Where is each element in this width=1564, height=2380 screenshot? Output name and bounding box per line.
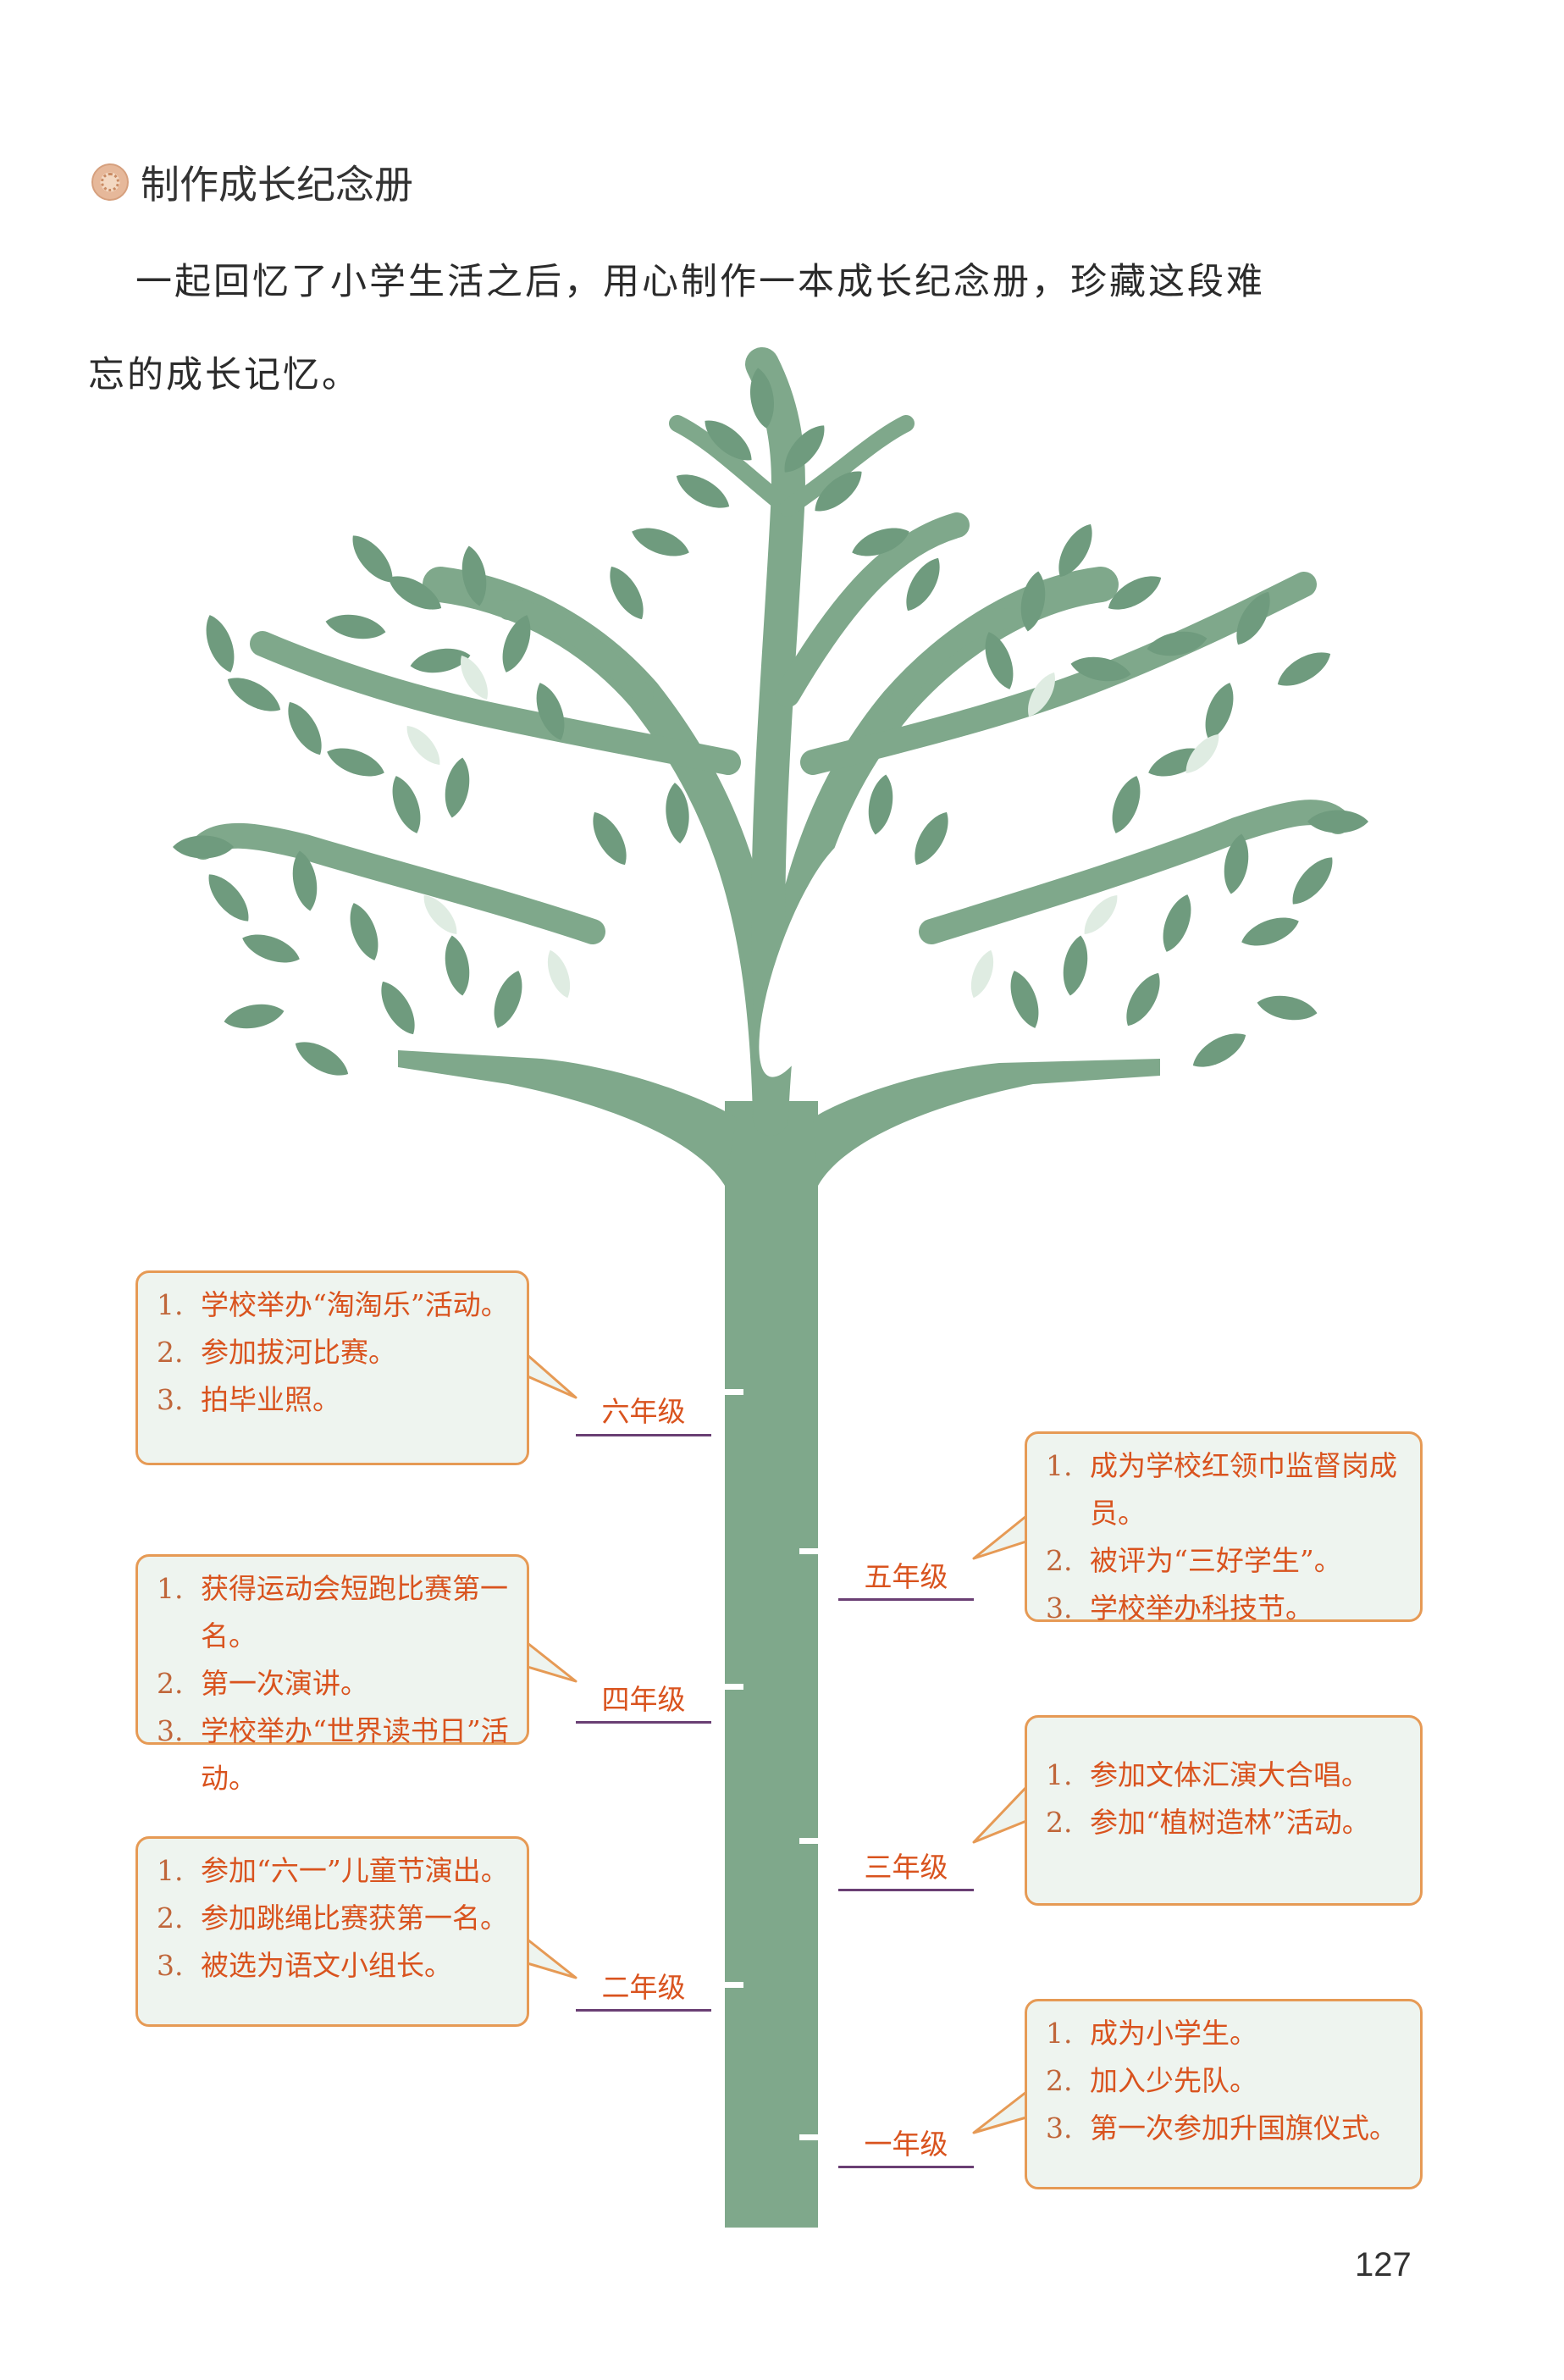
list-item: 1.成为学校红领巾监督岗成员。: [1046, 1449, 1397, 1530]
intro-line-2: 忘的成长记忆。: [88, 354, 361, 396]
tree-trunk: [725, 1101, 818, 2228]
list-item: 2.被评为“三好学生”。: [1046, 1544, 1342, 1577]
list-item: 1.成为小学生。: [1046, 2017, 1257, 2050]
list-item: 3.学校举办科技节。: [1046, 1591, 1313, 1624]
list-item: 3.第一次参加升国旗仪式。: [1046, 2112, 1397, 2145]
flower-bullet-icon: [91, 163, 129, 201]
list-item: 1.学校举办“淘淘乐”活动。: [157, 1288, 509, 1321]
grade-6-underline: [576, 1434, 711, 1436]
grade-5-underline: [838, 1598, 974, 1601]
grade-1-underline: [838, 2166, 974, 2168]
list-item: 2.参加“植树造林”活动。: [1046, 1806, 1370, 1839]
list-item: 1.参加文体汇演大合唱。: [1046, 1758, 1369, 1791]
list-item: 2.第一次演讲。: [157, 1667, 368, 1700]
intro-paragraph: 一起回忆了小学生活之后，用心制作一本成长纪念册，珍藏这段难 忘的成长记忆。: [88, 235, 1423, 422]
trunk-ticks: [725, 1389, 818, 2140]
grade-2-label: 二年级: [601, 1971, 686, 2004]
grade-4-bubble: 1.获得运动会短跑比赛第一名。 2.第一次演讲。 3.学校举办“世界读书日”活动…: [135, 1554, 529, 1795]
list-item: 1.参加“六一”儿童节演出。: [157, 1854, 509, 1887]
grade-1-label: 一年级: [864, 2128, 948, 2161]
grade-6-label: 六年级: [601, 1395, 686, 1428]
section-heading: 制作成长纪念册: [91, 157, 413, 208]
grade-1-bubble: 1.成为小学生。 2.加入少先队。 3.第一次参加升国旗仪式。: [1025, 1999, 1423, 2189]
bubble-pointers: [526, 1353, 1028, 2134]
grade-4-label: 四年级: [601, 1683, 686, 1716]
list-item: 1.获得运动会短跑比赛第一名。: [157, 1572, 508, 1652]
grade-2-underline: [576, 2009, 711, 2012]
grade-3-underline: [838, 1889, 974, 1891]
grade-3-label: 三年级: [864, 1851, 948, 1884]
section-title: 制作成长纪念册: [141, 162, 413, 208]
intro-line-1: 一起回忆了小学生活之后，用心制作一本成长纪念册，珍藏这段难: [135, 261, 1265, 303]
page-number: 127: [1355, 2246, 1412, 2283]
list-item: 3.被选为语文小组长。: [157, 1949, 452, 1982]
grade-2-bubble: 1.参加“六一”儿童节演出。 2.参加跳绳比赛获第一名。 3.被选为语文小组长。: [135, 1836, 529, 2027]
grade-5-bubble: 1.成为学校红领巾监督岗成员。 2.被评为“三好学生”。 3.学校举办科技节。: [1025, 1431, 1423, 1624]
grade-6-bubble: 1.学校举办“淘淘乐”活动。 2.参加拔河比赛。 3.拍毕业照。: [135, 1270, 529, 1465]
list-item: 3.学校举办“世界读书日”活动。: [157, 1714, 509, 1795]
list-item: 2.加入少先队。: [1046, 2064, 1257, 2097]
grade-3-bubble: 1.参加文体汇演大合唱。 2.参加“植树造林”活动。: [1025, 1715, 1423, 1906]
list-item: 2.参加拔河比赛。: [157, 1336, 396, 1369]
list-item: 3.拍毕业照。: [157, 1383, 340, 1416]
grade-5-label: 五年级: [864, 1560, 948, 1593]
list-item: 2.参加跳绳比赛获第一名。: [157, 1901, 508, 1934]
grade-4-underline: [576, 1721, 711, 1724]
